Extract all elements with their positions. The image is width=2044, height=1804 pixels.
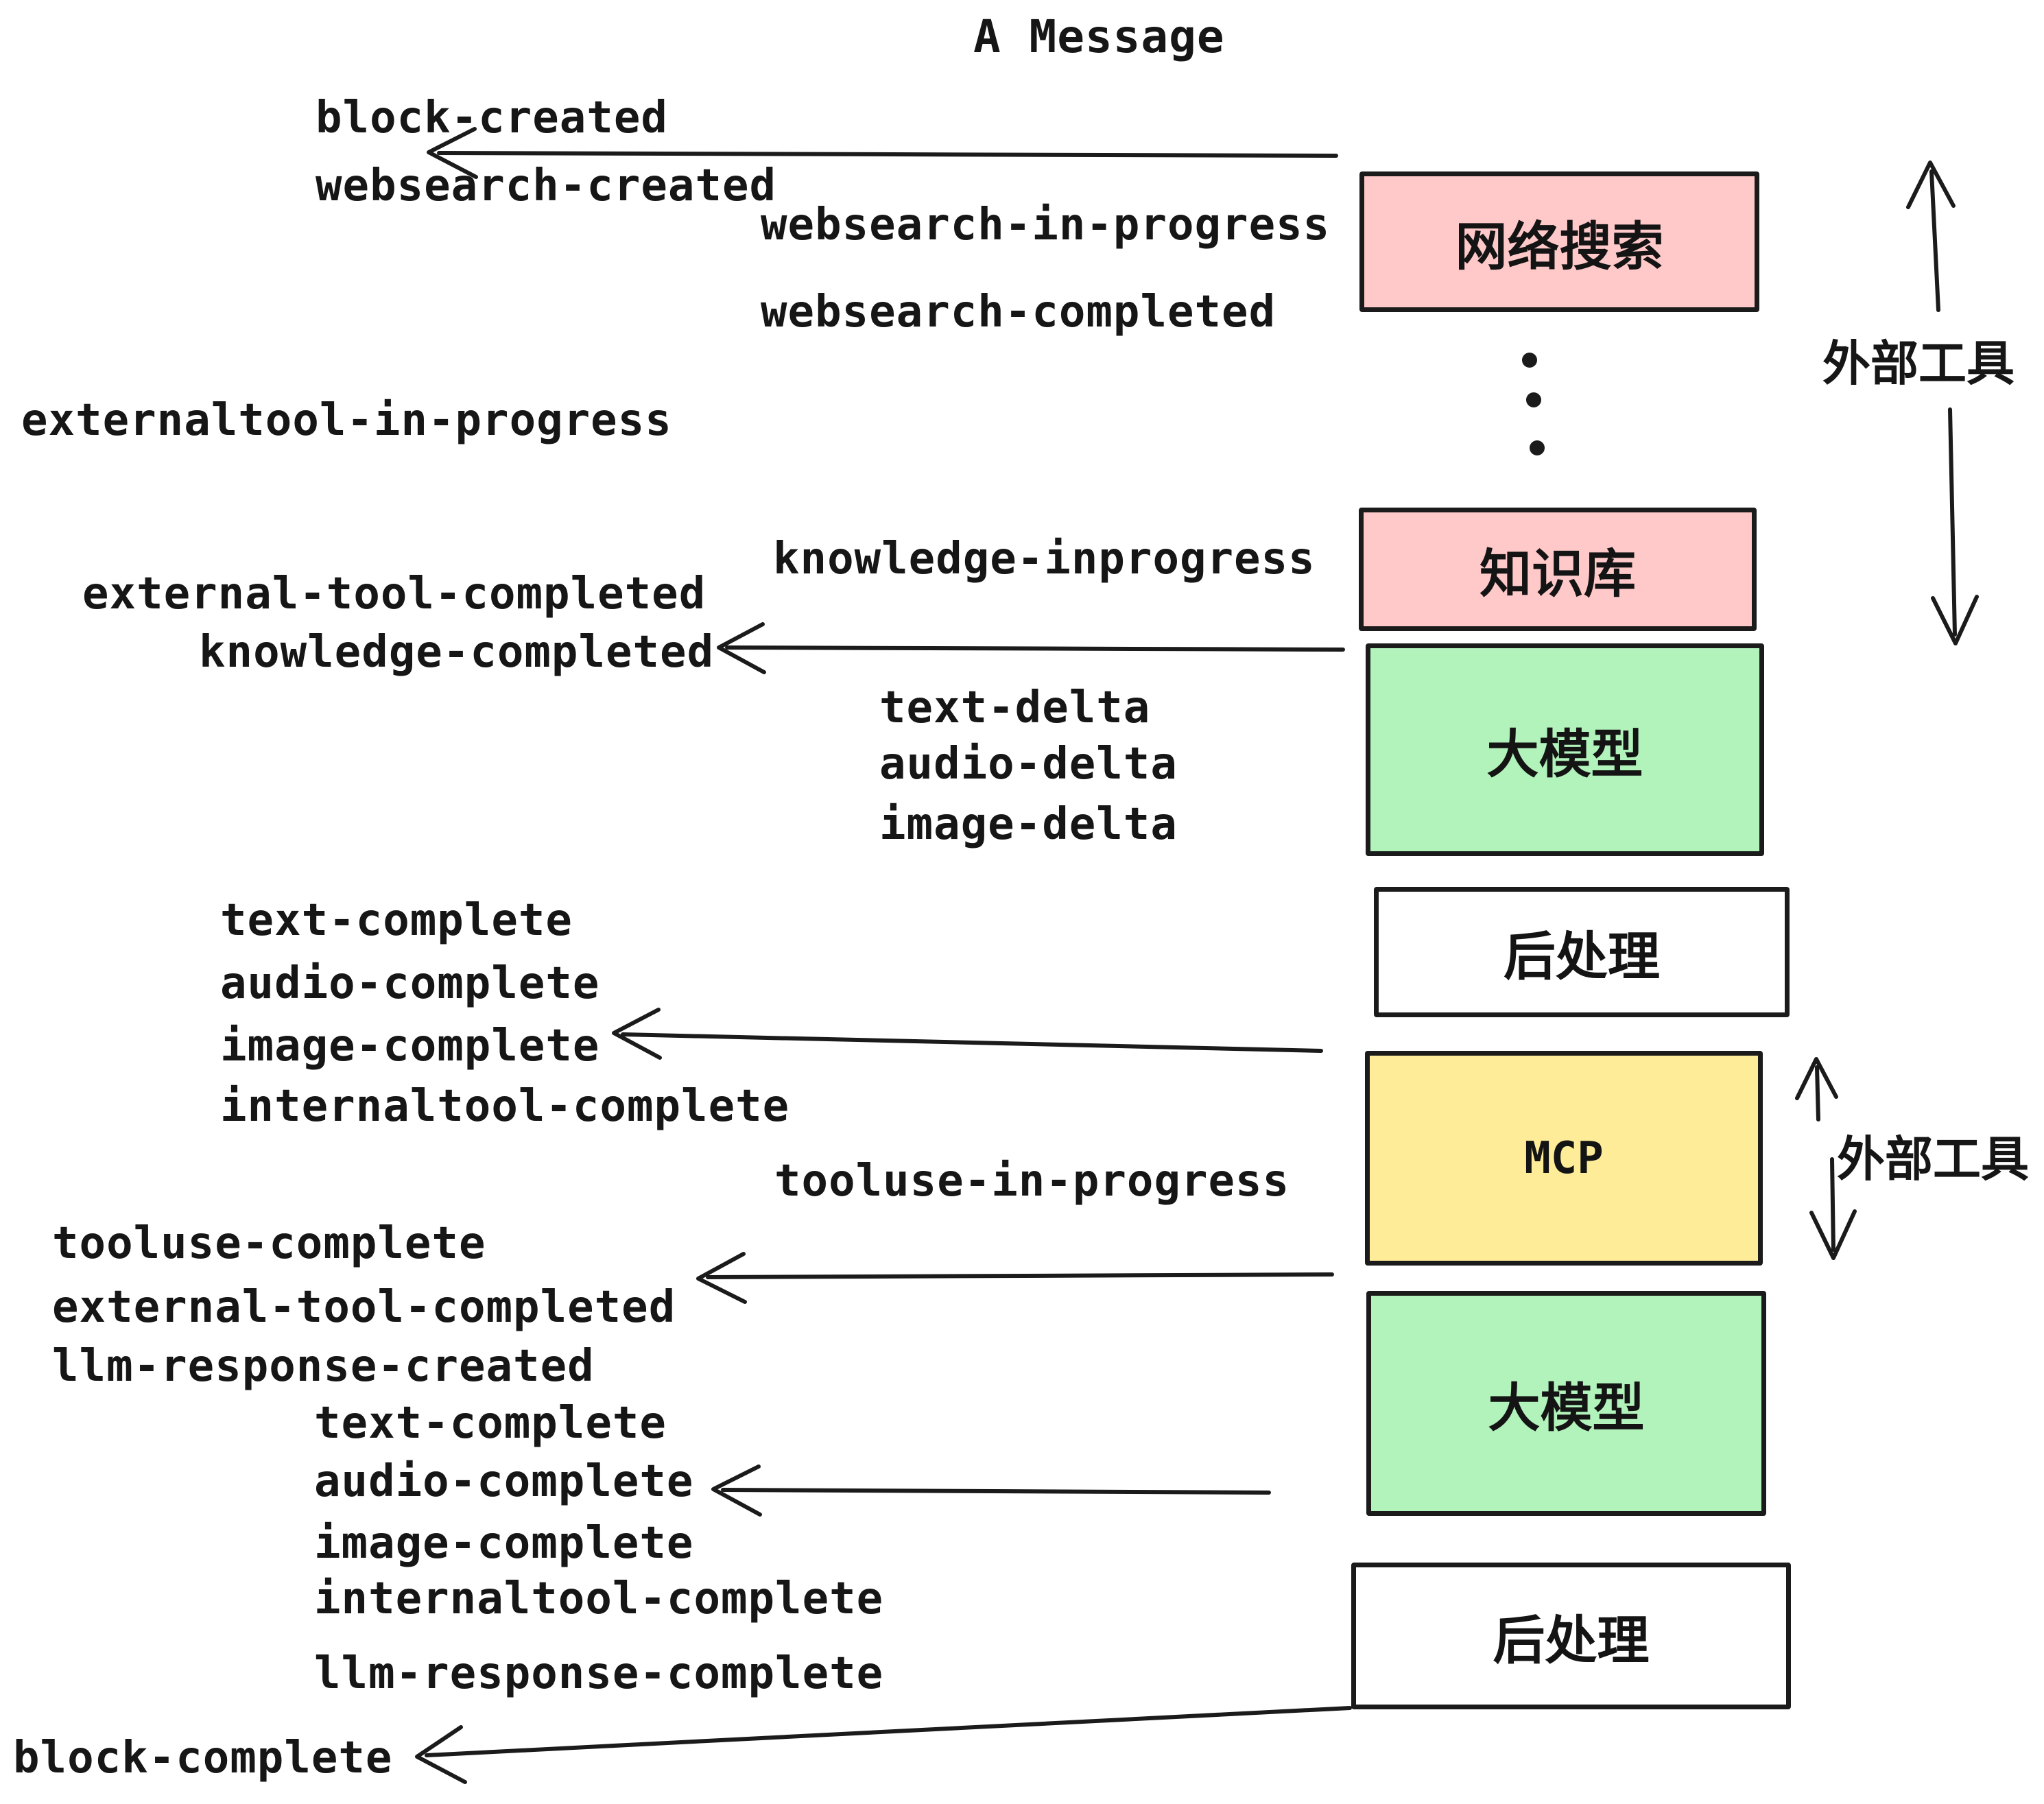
event-label-image-complete-21: image-complete	[314, 1518, 694, 1569]
arrow-to-image-complete	[612, 1008, 1323, 1060]
event-label-tooluse-complete-16: tooluse-complete	[52, 1218, 486, 1269]
event-label-block-complete-24: block-complete	[13, 1733, 393, 1783]
arrow-to-block-complete	[415, 1706, 1352, 1784]
external-tools-down-arrow-1	[1931, 407, 1979, 645]
event-label-text-complete-19: text-complete	[314, 1398, 667, 1449]
external-tools-annotation-2: 外部工具	[1837, 1132, 2029, 1186]
websearch-box: 网络搜索	[1359, 171, 1759, 312]
event-label-knowledge-inprogress-5: knowledge-inprogress	[773, 534, 1316, 584]
event-label-llm-response-created-18: llm-response-created	[52, 1341, 595, 1392]
event-label-audio-complete-20: audio-complete	[314, 1456, 694, 1507]
postprocess-2-box: 后处理	[1351, 1563, 1791, 1709]
mcp-box: MCP	[1365, 1051, 1763, 1266]
event-label-llm-response-complete-23: llm-response-complete	[314, 1648, 884, 1699]
event-label-audio-delta-9: audio-delta	[879, 739, 1178, 790]
event-label-tooluse-in-progress-15: tooluse-in-progress	[774, 1156, 1290, 1207]
llm-1-box: 大模型	[1366, 643, 1764, 856]
arrow-to-audio-complete	[711, 1464, 1271, 1517]
event-label-websearch-created-1: websearch-created	[316, 161, 777, 211]
event-label-image-delta-10: image-delta	[879, 799, 1178, 850]
diagram-title: A Message	[973, 10, 1225, 63]
event-label-image-complete-13: image-complete	[220, 1021, 600, 1071]
arrow-to-external-tool-completed	[696, 1252, 1334, 1304]
event-label-external-tool-completed-6: external-tool-completed	[82, 569, 706, 619]
event-label-audio-complete-12: audio-complete	[220, 958, 600, 1009]
event-label-text-delta-8: text-delta	[879, 683, 1151, 733]
event-label-knowledge-completed-7: knowledge-completed	[199, 627, 715, 678]
arrow-to-knowledge-completed	[717, 622, 1345, 674]
event-label-internaltool-complete-14: internaltool-complete	[220, 1081, 790, 1132]
event-label-block-created-0: block-created	[316, 93, 668, 143]
external-tools-up-arrow-1	[1906, 161, 1956, 312]
knowledge-box: 知识库	[1359, 508, 1757, 631]
external-tools-up-arrow-2	[1795, 1057, 1838, 1121]
postprocess-1-box: 后处理	[1374, 887, 1790, 1017]
llm-2-box: 大模型	[1366, 1291, 1766, 1516]
event-label-websearch-completed-3: websearch-completed	[761, 287, 1276, 337]
event-label-externaltool-in-progress-4: externaltool-in-progress	[21, 395, 672, 446]
event-label-internaltool-complete-22: internaltool-complete	[314, 1574, 884, 1624]
event-label-external-tool-completed-17: external-tool-completed	[52, 1282, 676, 1333]
external-tools-annotation-1: 外部工具	[1822, 337, 2015, 390]
ellipsis-dots	[1522, 353, 1545, 455]
event-label-text-complete-11: text-complete	[220, 895, 573, 946]
event-label-websearch-in-progress-2: websearch-in-progress	[761, 200, 1331, 250]
